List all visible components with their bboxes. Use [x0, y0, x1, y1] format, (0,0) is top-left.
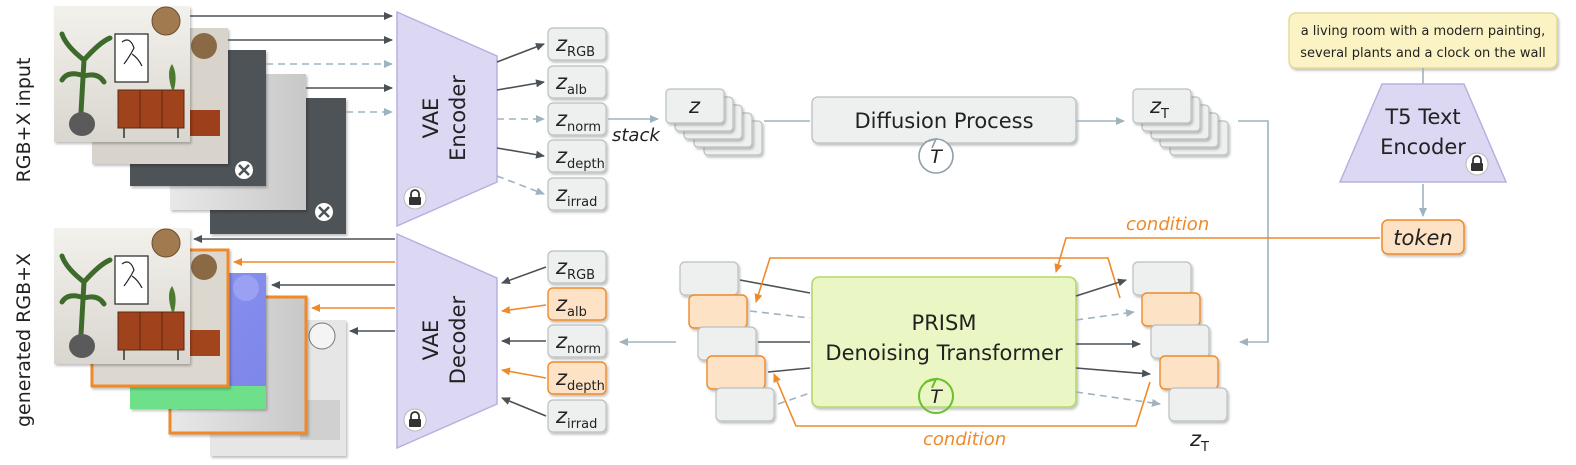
latent-z-depth: zdepth — [547, 139, 607, 173]
diffusion-process-label: Diffusion Process — [854, 109, 1033, 133]
prism-output-stack: zT — [1132, 261, 1228, 455]
diffusion-process-box: Diffusion Process T — [811, 96, 1077, 174]
stacked-z-label: z — [688, 94, 701, 118]
svg-text:zdepth: zdepth — [555, 144, 605, 172]
prompt-line2: several plants and a clock on the wall — [1300, 46, 1545, 61]
image-to-encoder-arrows — [190, 12, 393, 116]
condition-label-top: condition — [1126, 214, 1209, 235]
latent-z-alb: zalb — [547, 65, 607, 99]
prism-input-stack — [679, 261, 775, 422]
t5-label-line2: Encoder — [1380, 135, 1466, 159]
prism-label-line2: Denoising Transformer — [825, 341, 1063, 365]
encoder-to-latent-arrows — [496, 43, 545, 195]
prism-denoising-transformer: PRISM Denoising Transformer T — [811, 276, 1077, 414]
token-condition-arrow — [1054, 237, 1380, 273]
output-image-stack — [54, 228, 346, 456]
latent-z-norm: znorm — [547, 102, 607, 136]
latent-z-irrad: zirrad — [547, 177, 607, 211]
token-label: token — [1393, 226, 1452, 250]
svg-text:zRGB: zRGB — [555, 32, 595, 60]
svg-text:zirrad: zirrad — [555, 404, 597, 432]
decoder-latents: zRGB zalb znorm zdepth zirrad — [547, 250, 607, 433]
output-side-label: generated RGB+X — [13, 253, 35, 427]
output-z-t-label: zT — [1189, 427, 1209, 455]
prism-label-line1: PRISM — [912, 311, 977, 335]
vae-encoder-label-line1: VAE — [419, 98, 443, 139]
output-image-rgb — [54, 228, 190, 364]
t5-text-encoder: T5 Text Encoder — [1338, 83, 1508, 183]
condition-label-bottom: condition — [923, 429, 1006, 450]
vae-decoder-label-line1: VAE — [419, 320, 443, 361]
vae-encoder-label-line2: Encoder — [446, 75, 470, 161]
condition-loop-bottom — [773, 373, 1151, 427]
decoder-to-image-arrows — [193, 235, 395, 335]
stacked-z: z — [665, 88, 763, 156]
svg-text:zalb: zalb — [555, 292, 587, 320]
input-image-stack — [54, 6, 346, 234]
text-prompt-box: a living room with a modern painting, se… — [1288, 12, 1558, 69]
vae-decoder-label-line2: Decoder — [446, 295, 470, 384]
svg-text:zRGB: zRGB — [555, 255, 595, 283]
prism-input-arrows — [739, 279, 811, 405]
lock-icon — [1465, 152, 1489, 176]
svg-text:zirrad: zirrad — [555, 182, 597, 210]
latent-z-rgb: zRGB — [547, 27, 607, 61]
t5-label-line1: T5 Text — [1384, 105, 1460, 129]
svg-text:zalb: zalb — [555, 70, 587, 98]
stacked-z-t: zT — [1132, 88, 1229, 156]
prism-output-arrows — [1075, 278, 1161, 407]
svg-text:T: T — [930, 146, 943, 168]
timestep-loop-icon: T — [918, 377, 954, 414]
decoder-latent-z-irrad: zirrad — [547, 399, 607, 433]
zt-to-prism-arrow — [1238, 120, 1269, 346]
latent-to-decoder-arrows — [501, 266, 547, 417]
condition-loop-top — [754, 257, 1121, 303]
svg-text:zdepth: zdepth — [555, 366, 605, 394]
svg-text:znorm: znorm — [555, 107, 601, 135]
svg-text:T: T — [930, 386, 943, 408]
token-box: token — [1381, 219, 1465, 255]
decoder-latent-z-depth: zdepth — [547, 361, 607, 395]
input-side-label: RGB+X input — [13, 58, 35, 183]
timestep-loop-icon: T — [918, 137, 954, 174]
stack-label: stack — [612, 125, 661, 146]
stacked-z-t-label: zT — [1149, 94, 1169, 122]
decoder-latent-z-rgb: zRGB — [547, 250, 607, 284]
prompt-line1: a living room with a modern painting, — [1301, 24, 1546, 39]
lock-icon — [403, 408, 427, 432]
vae-decoder: VAE Decoder — [396, 232, 498, 450]
close-icon — [235, 161, 253, 179]
svg-text:znorm: znorm — [555, 329, 601, 357]
vae-encoder: VAE Encoder — [396, 10, 498, 228]
lock-icon — [403, 186, 427, 210]
decoder-latent-z-alb: zalb — [547, 287, 607, 321]
encoder-latents: zRGB zalb znorm zdepth zirrad — [547, 27, 607, 211]
close-icon — [315, 203, 333, 221]
input-image-rgb — [54, 6, 190, 142]
decoder-latent-z-norm: znorm — [547, 324, 607, 358]
